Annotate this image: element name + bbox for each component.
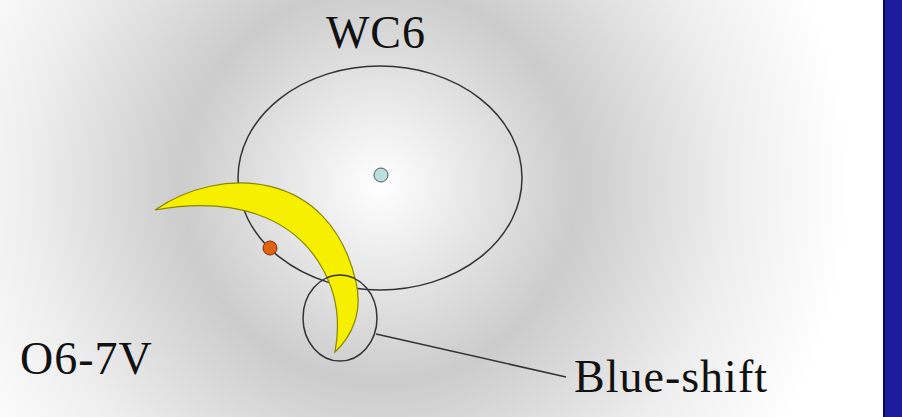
side-bar-edge bbox=[883, 0, 885, 417]
region-label: Blue-shift bbox=[574, 354, 768, 400]
orbit-ellipse bbox=[238, 66, 522, 290]
leader-line bbox=[376, 334, 566, 377]
label-anchor: O6-7V bbox=[20, 336, 153, 382]
o-star bbox=[263, 241, 277, 255]
blue-shift-ellipse bbox=[303, 275, 377, 361]
star-label: O6-7V bbox=[20, 336, 153, 382]
label-anchor: WC6 bbox=[326, 10, 426, 56]
shock-crescent bbox=[155, 183, 358, 352]
wc-star bbox=[374, 168, 388, 182]
label-anchor: Blue-shift bbox=[574, 354, 768, 400]
star-label: WC6 bbox=[326, 10, 426, 56]
side-bar bbox=[884, 0, 902, 417]
